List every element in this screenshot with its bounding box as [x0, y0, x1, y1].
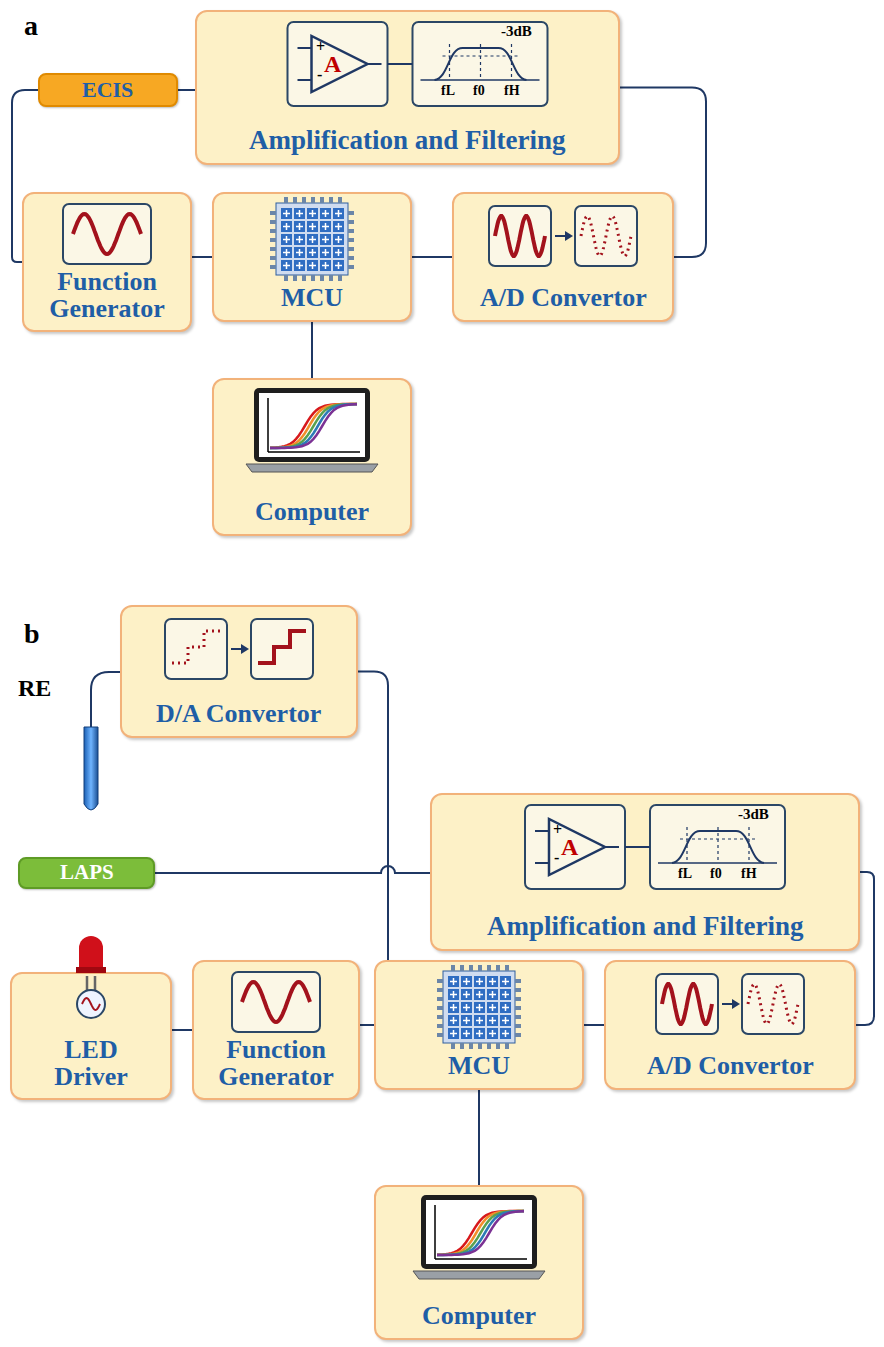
process-box: Amplification and Filtering A+ - -3dB fL f0 fH [195, 10, 620, 165]
connector-line [155, 866, 430, 873]
input-sign: + [316, 39, 325, 55]
electrode-wire [91, 672, 121, 727]
node-label: A/D Convertor [480, 285, 647, 312]
sensor-tag: LAPS [18, 857, 155, 889]
node-label: MCU [448, 1053, 510, 1080]
input-sign: + [553, 822, 562, 838]
panel-letter: a [24, 12, 38, 40]
process-box: Function Generator [192, 960, 360, 1100]
node-label: LAPS [60, 862, 114, 883]
connector-line [192, 256, 212, 258]
node-label: Amplification and Filtering [487, 913, 804, 941]
node-label: LED Driver [36, 1037, 146, 1090]
node-label: Computer [255, 499, 369, 526]
connector-line [172, 1029, 192, 1031]
cutoff-label: -3dB [738, 807, 769, 822]
frequency-label: f0 [473, 84, 485, 98]
cutoff-label: -3dB [501, 24, 532, 39]
electrode-label: RE [18, 676, 51, 700]
node-label: D/A Convertor [156, 701, 321, 728]
process-box: LED Driver [10, 972, 172, 1100]
connector-line [478, 1090, 480, 1185]
panel-letter: b [24, 620, 40, 648]
process-box: MCU [374, 960, 584, 1090]
frequency-label: fH [741, 867, 757, 881]
process-box: MCU [212, 192, 412, 322]
connector-line [358, 672, 388, 961]
input-sign: - [554, 850, 559, 866]
input-sign: - [317, 67, 322, 83]
node-label: Function Generator [32, 269, 182, 322]
connector-line [584, 1024, 604, 1026]
sensor-tag: ECIS [38, 73, 178, 107]
connector-line [360, 1024, 374, 1026]
node-label: MCU [281, 285, 343, 312]
process-box: A/D Convertor [604, 960, 856, 1090]
process-box: Amplification and Filtering A+ - -3dB fL f0 fH [430, 793, 860, 951]
process-box: D/A Convertor [120, 605, 358, 738]
process-box: Computer [374, 1185, 584, 1340]
process-box: Computer [212, 378, 412, 536]
process-box: A/D Convertor [452, 192, 674, 322]
reference-electrode [84, 727, 98, 810]
connector-line [178, 89, 195, 91]
frequency-label: fH [504, 84, 520, 98]
process-box: Function Generator [22, 192, 192, 332]
gain-symbol: A [324, 52, 341, 76]
connector-line [412, 256, 452, 258]
node-label: A/D Convertor [647, 1053, 814, 1080]
frequency-label: fL [441, 84, 455, 98]
frequency-label: f0 [710, 867, 722, 881]
node-label: Function Generator [201, 1037, 351, 1090]
node-label: Computer [422, 1303, 536, 1330]
node-label: Amplification and Filtering [249, 127, 566, 155]
node-label: ECIS [82, 79, 133, 101]
connector-line [311, 322, 313, 378]
frequency-label: fL [678, 867, 692, 881]
gain-symbol: A [561, 835, 578, 859]
